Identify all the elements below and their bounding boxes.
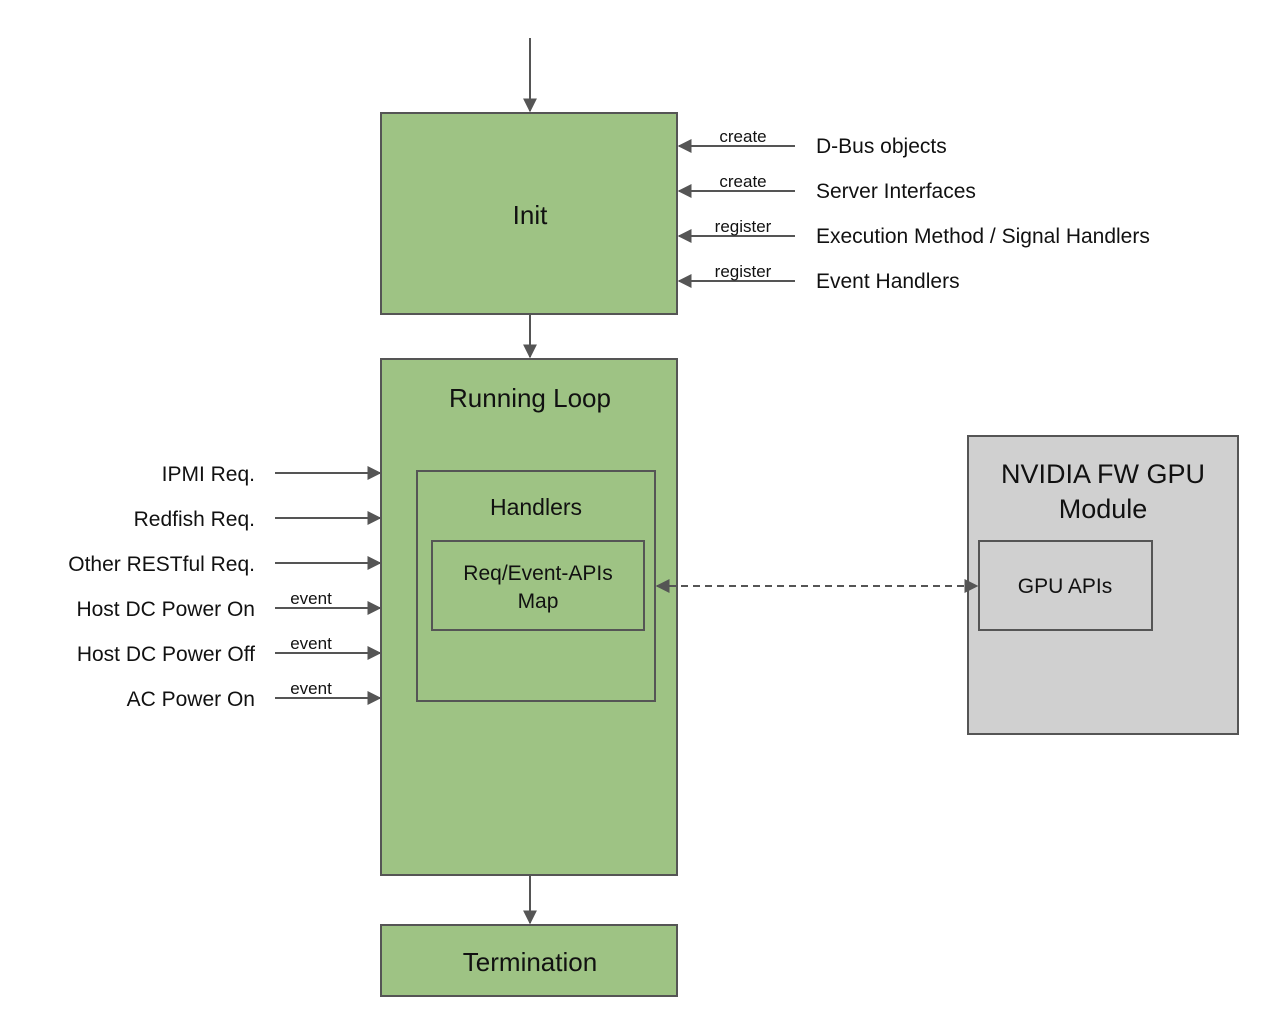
init-title: Init	[513, 200, 548, 230]
init-input-label: Event Handlers	[816, 270, 960, 293]
loop-input-label: AC Power On	[127, 688, 255, 711]
map-label-line2: Map	[518, 590, 559, 613]
map-label-line1: Req/Event-APIs	[463, 562, 612, 585]
init-input-verb: create	[719, 127, 766, 146]
gpu-module-title-line1: NVIDIA FW GPU	[1001, 459, 1205, 489]
init-input-verb: create	[719, 172, 766, 191]
init-input-event-handlers: register Event Handlers	[677, 262, 960, 293]
loop-input-ipmi: IPMI Req.	[162, 463, 382, 486]
init-input-server-interfaces: create Server Interfaces	[677, 172, 976, 203]
loop-input-label: Redfish Req.	[134, 508, 255, 531]
loop-input-redfish: Redfish Req.	[134, 508, 382, 531]
gpu-apis-label: GPU APIs	[1018, 575, 1113, 598]
loop-input-verb: event	[290, 634, 332, 653]
loop-input-label: Other RESTful Req.	[68, 553, 255, 576]
termination-box	[380, 924, 678, 997]
loop-input-verb: event	[290, 679, 332, 698]
termination-title: Termination	[463, 947, 597, 977]
req-event-apis-map-box	[431, 540, 645, 631]
running-loop-title: Running Loop	[449, 383, 611, 413]
loop-input-host-dc-power-off: event Host DC Power Off	[77, 634, 382, 666]
loop-input-ac-power-on: event AC Power On	[127, 679, 382, 711]
init-input-verb: register	[715, 217, 772, 236]
init-input-label: D-Bus objects	[816, 135, 947, 158]
init-input-execution-method: register Execution Method / Signal Handl…	[677, 217, 1150, 248]
init-box	[380, 112, 678, 315]
gpu-apis-box	[978, 540, 1153, 631]
init-input-dbus: create D-Bus objects	[677, 127, 947, 158]
handlers-title: Handlers	[490, 494, 582, 520]
loop-input-other-restful: Other RESTful Req.	[68, 553, 382, 576]
gpu-module-title-line2: Module	[1059, 494, 1148, 524]
init-input-label: Execution Method / Signal Handlers	[816, 225, 1150, 248]
loop-input-verb: event	[290, 589, 332, 608]
loop-input-label: IPMI Req.	[162, 463, 255, 486]
loop-input-label: Host DC Power On	[76, 598, 255, 621]
init-input-verb: register	[715, 262, 772, 281]
loop-input-label: Host DC Power Off	[77, 643, 255, 666]
loop-input-host-dc-power-on: event Host DC Power On	[76, 589, 382, 621]
init-input-label: Server Interfaces	[816, 180, 976, 203]
